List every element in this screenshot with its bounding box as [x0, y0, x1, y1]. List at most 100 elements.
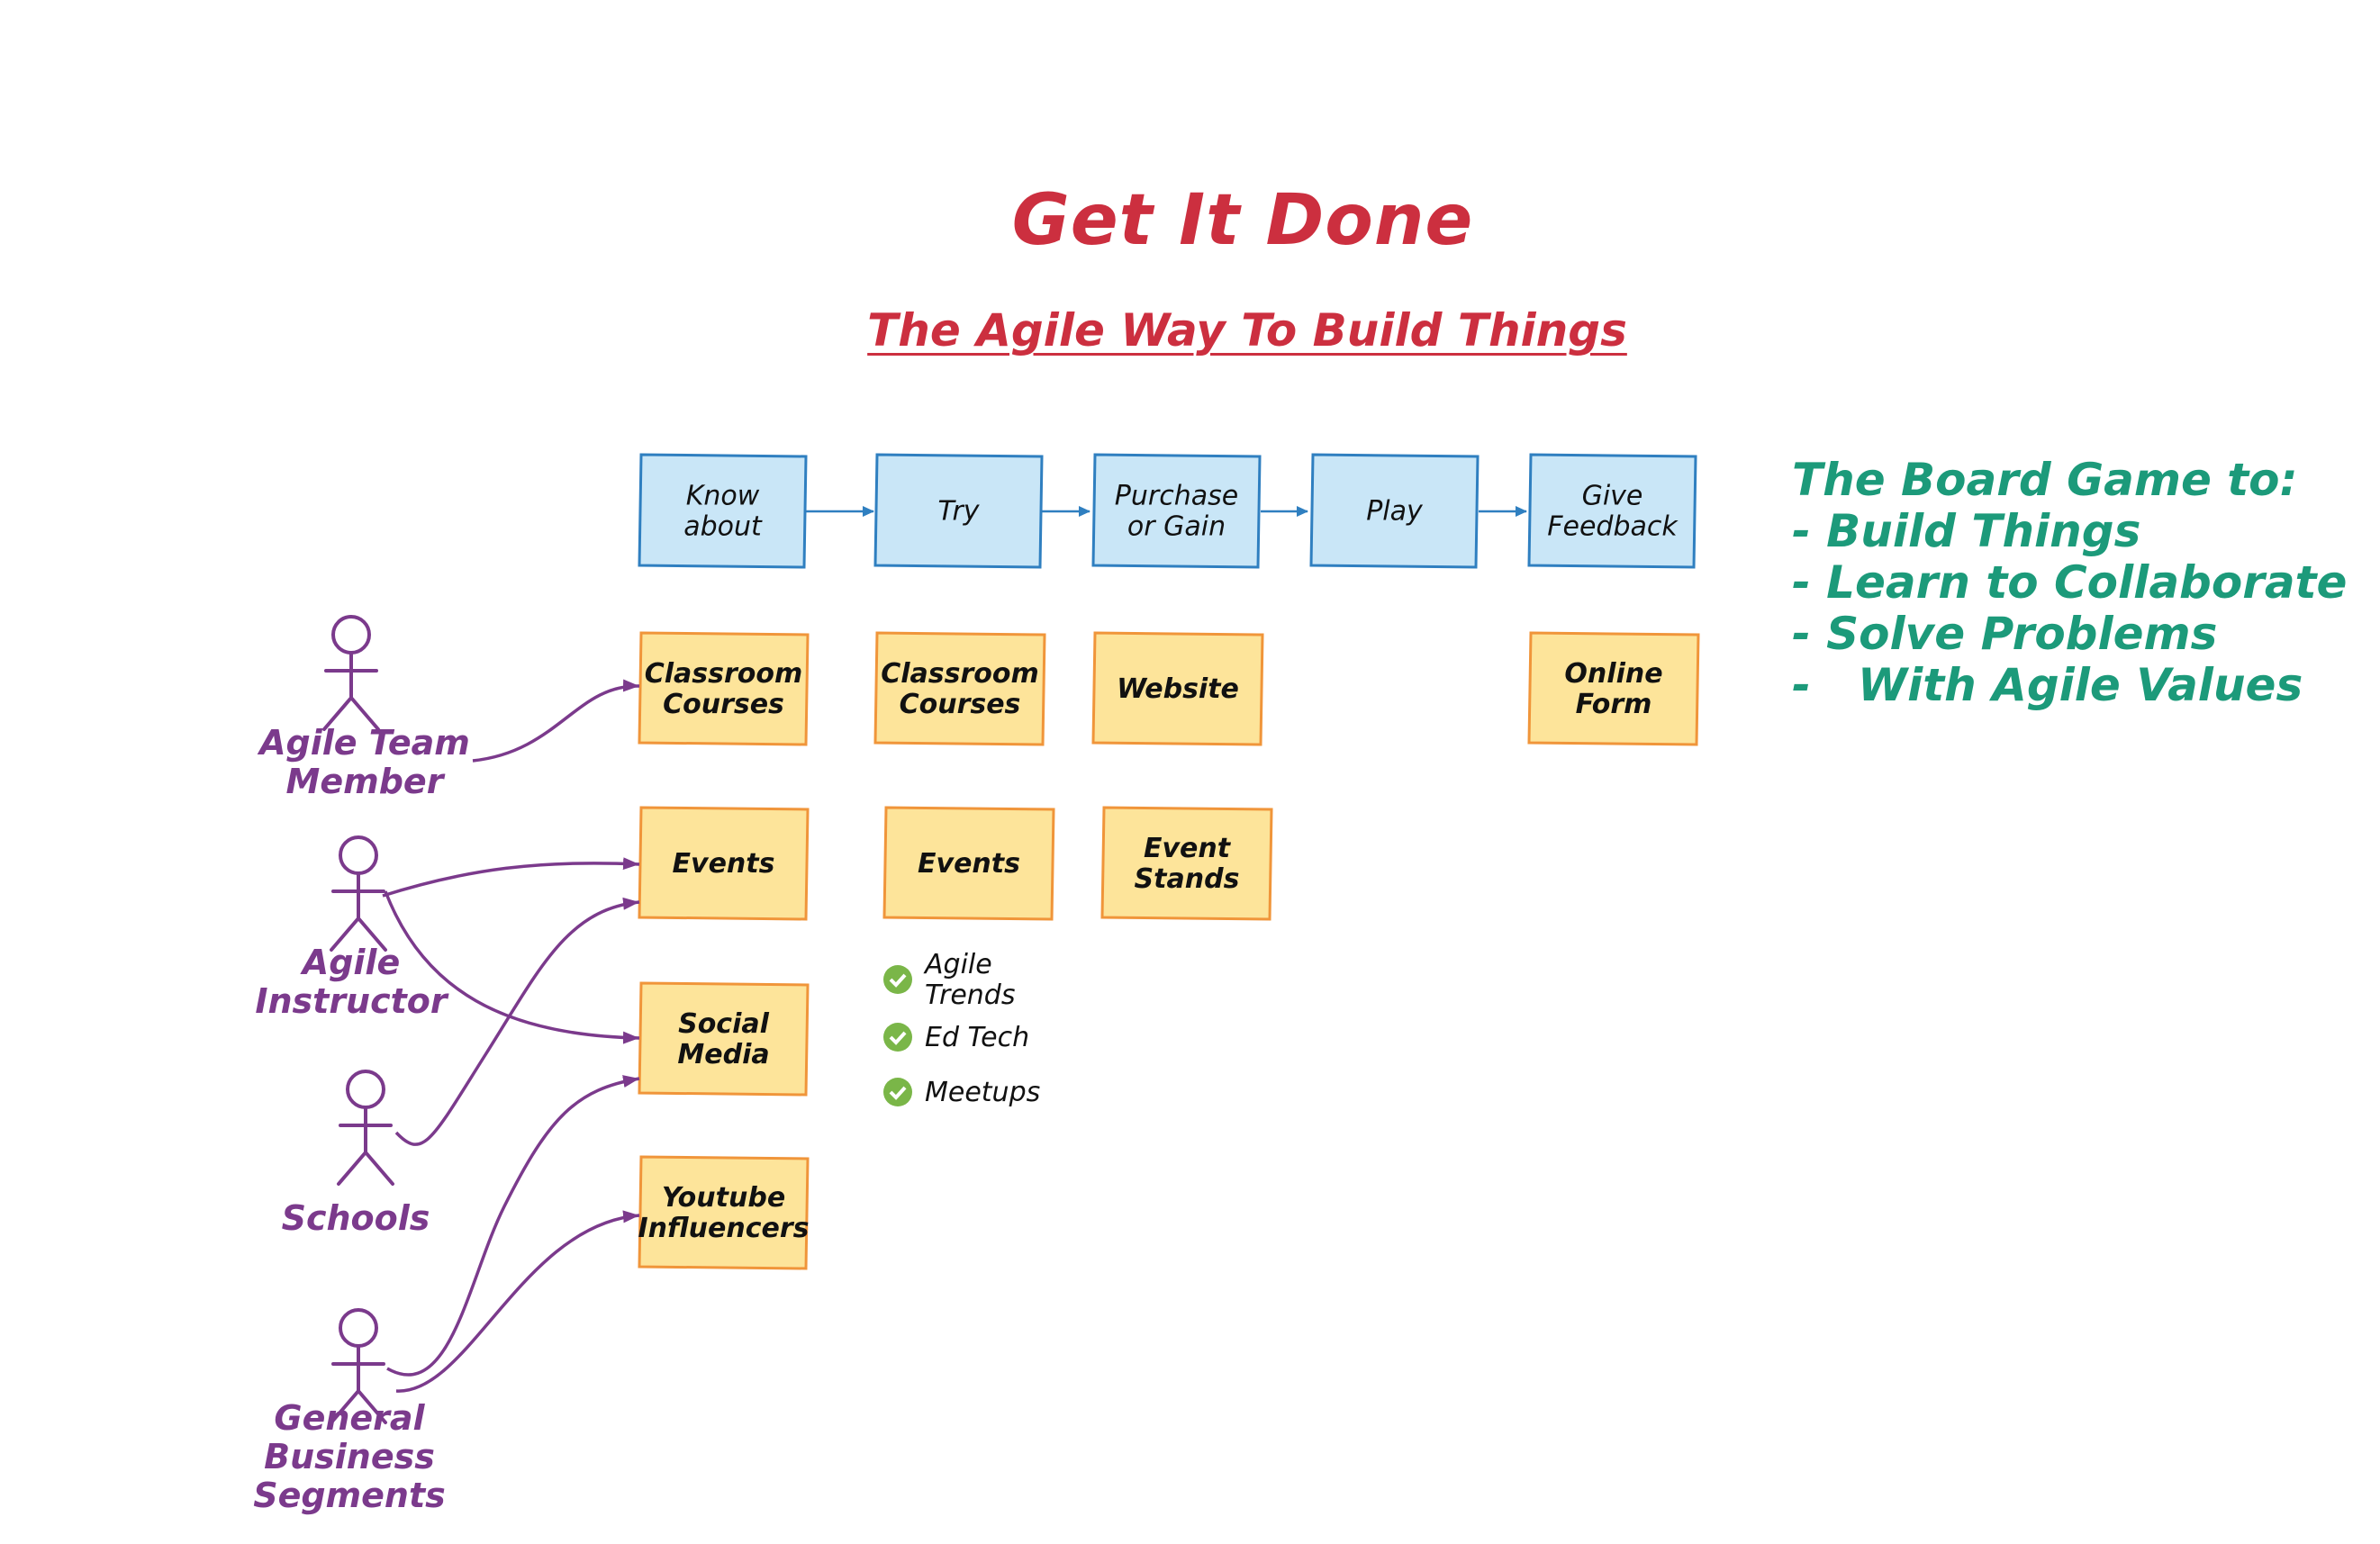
connector-business-social-media	[386, 1075, 640, 1377]
channel-box-label: Courses	[663, 689, 784, 720]
channel-box-shape	[1100, 806, 1273, 921]
stage-box-shape	[1527, 453, 1697, 569]
channel-box-shape	[638, 981, 810, 1097]
channel-box-label: Media	[677, 1039, 769, 1070]
channel-box-label: Stands	[1135, 863, 1240, 895]
actor-label: Agile Team	[257, 723, 470, 763]
stage-box-shape	[638, 453, 808, 569]
stage-box: Try	[873, 453, 1044, 569]
checklist-label: Meetups	[925, 1077, 1040, 1108]
channel-box: Events	[882, 806, 1055, 921]
stage-box: Play	[1309, 453, 1480, 569]
check-icon	[883, 965, 912, 994]
checklist-label: Agile	[923, 949, 992, 980]
channel-box-label: Social	[678, 1008, 770, 1040]
connector-schools-events	[394, 897, 640, 1146]
board-game-list: The Board Game to: - Build Things - Lear…	[1792, 455, 2347, 711]
channel-box-label: Form	[1576, 689, 1652, 720]
stage-box-label: Feedback	[1547, 511, 1679, 543]
channel-box-shape	[638, 806, 810, 921]
connector-instructor-social-media	[384, 890, 640, 1044]
channel-box-label: Classroom	[645, 658, 803, 690]
channel-box: Website	[1091, 631, 1264, 746]
actor-label: Business	[264, 1437, 435, 1476]
actor-label: Agile	[300, 943, 400, 982]
actors: Agile TeamMemberAgileInstructorSchoolsGe…	[253, 615, 470, 1515]
diagram-title: Get It Done	[1011, 180, 1474, 261]
channel-box-label: Website	[1117, 673, 1239, 705]
actor-connectors	[382, 679, 640, 1393]
stage-box-shape	[1091, 453, 1262, 569]
check-mark	[889, 1031, 907, 1045]
channel-grid: ClassroomCoursesEventsSocialMediaYoutube…	[638, 631, 1700, 1270]
checklist-label: Ed Tech	[925, 1022, 1029, 1053]
channel-box-label: Events	[673, 848, 775, 880]
stage-box-shape	[873, 453, 1044, 569]
diagram-subtitle-text: The Agile Way To Build Things	[867, 304, 1627, 357]
stick-figure-icon	[330, 835, 387, 952]
stick-figure-icon	[322, 615, 380, 731]
channel-box-shape	[882, 806, 1055, 921]
actor-label: Schools	[282, 1198, 430, 1238]
actor-label: General	[274, 1398, 425, 1438]
board-game-heading: The Board Game to:	[1792, 454, 2298, 506]
diagram-subtitle: The Agile Way To Build Things	[0, 304, 2380, 357]
channel-box-label: Event	[1144, 833, 1232, 864]
channel-box-shape	[1091, 631, 1264, 746]
board-game-item: - With Agile Values	[1792, 659, 2303, 711]
channel-box-shape	[1527, 631, 1700, 746]
stick-figure-icon	[337, 1070, 394, 1186]
stage-box-label: Try	[937, 496, 980, 528]
actor: Schools	[282, 1070, 430, 1238]
checklist-item: Meetups	[883, 1077, 1040, 1108]
board-game-item: - Solve Problems	[1792, 608, 2218, 660]
stage-box-label: about	[683, 511, 763, 543]
channel-box-shape	[873, 631, 1046, 746]
stage-box-label: Know	[686, 481, 760, 512]
channel-box-label: Classroom	[881, 658, 1039, 690]
connector-instructor-events	[382, 857, 640, 898]
channel-box-shape	[638, 631, 810, 746]
actor-label: Segments	[253, 1476, 446, 1515]
stage-box-label: Give	[1582, 481, 1643, 512]
connector-team-member-classroom	[472, 679, 640, 763]
stage-box-label: or Gain	[1127, 511, 1226, 543]
check-icon	[883, 1078, 912, 1106]
channel-box-label: Courses	[900, 689, 1021, 720]
check-icon	[883, 1023, 912, 1052]
checklist-item: Ed Tech	[883, 1022, 1029, 1053]
channel-box-shape	[638, 1155, 810, 1270]
channel-box-label: Events	[918, 848, 1020, 880]
actor-label: Instructor	[255, 981, 449, 1021]
connector-business-youtube	[395, 1210, 640, 1393]
channel-box-label: Youtube	[662, 1182, 785, 1214]
stage-box-shape	[1309, 453, 1480, 569]
channel-box-label: Influencers	[638, 1213, 810, 1244]
stick-figure-icon	[330, 1308, 387, 1424]
channel-box: Events	[638, 806, 810, 921]
check-mark	[889, 1086, 907, 1100]
board-game-item: - Build Things	[1792, 505, 2141, 557]
board-game-item: - Learn to Collaborate	[1792, 556, 2348, 609]
checklist-label: Trends	[925, 980, 1015, 1011]
check-mark	[889, 973, 907, 988]
actor-label: Member	[286, 762, 446, 801]
channel-box-label: Online	[1564, 658, 1662, 690]
stage-box-label: Purchase	[1115, 481, 1238, 512]
